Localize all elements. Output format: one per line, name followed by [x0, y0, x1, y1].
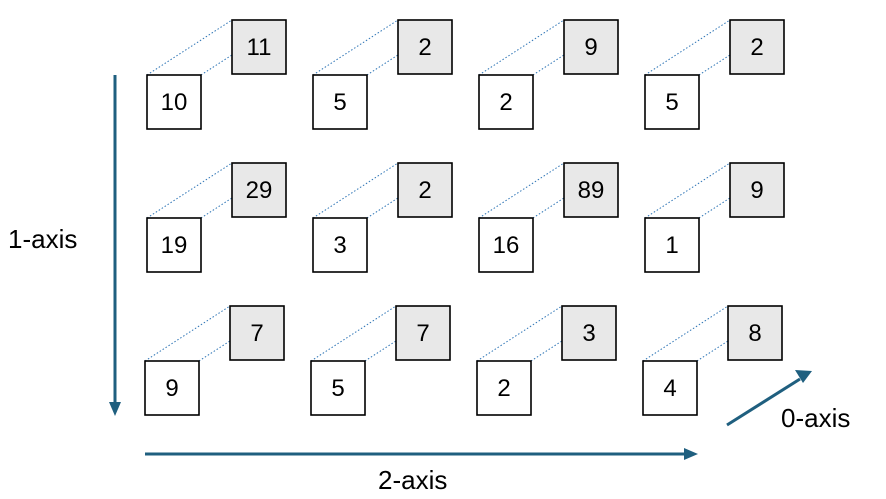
cell-r2-c3: 84 [642, 305, 783, 416]
cell-r0-c0-front-box [146, 74, 202, 130]
cell-r0-c3-back-value: 2 [750, 34, 763, 61]
cell-r1-c2-back-box [563, 162, 619, 218]
cell-r0-c2-back-box [563, 19, 619, 75]
cell-r1-c3-front-value: 1 [665, 232, 678, 259]
cell-r2-c0-back-box [229, 305, 285, 361]
cell-r0-c3: 25 [644, 19, 785, 130]
cell-r1-c0-back-box [231, 162, 287, 218]
axis-2: 2-axis [145, 448, 698, 495]
cell-r1-c3: 91 [644, 162, 785, 273]
cell-r0-c2-front-box [478, 74, 534, 130]
cell-r2-c1-back-value: 7 [416, 320, 429, 347]
cell-r1-c1-back-box [397, 162, 453, 218]
cell-r1-c3-front-box [644, 217, 700, 273]
cell-r2-c2-back-value: 3 [582, 320, 595, 347]
cell-r1-c0: 29 19 [146, 162, 287, 273]
cell-r1-c2-front-value: 16 [493, 232, 520, 259]
cell-r2-c2: 32 [476, 305, 617, 416]
axis-0-arrowhead [795, 370, 812, 383]
axis-0: 0-axis [726, 370, 850, 433]
axis-2-label: 2-axis [378, 465, 447, 495]
cell-r1-c2-back-value: 89 [578, 177, 605, 204]
cell-r2-c2-connector-left [476, 305, 563, 362]
cell-r2-c2-back-box [561, 305, 617, 361]
cell-r1-c0-front-box [146, 217, 202, 273]
cell-r1-c1-connector-left [312, 162, 399, 219]
cell-r0-c3-connector-left [644, 19, 731, 76]
cell-r2-c0-connector-left [144, 305, 231, 362]
cell-r1-c1: 23 [312, 162, 453, 273]
cell-r0-c3-front-value: 5 [665, 89, 678, 116]
cell-r0-c0: 11 10 [146, 19, 287, 130]
axis-0-label: 0-axis [781, 403, 850, 433]
cell-r0-c0-front-value: 10 [161, 89, 188, 116]
cell-r0-c1-back-box [397, 19, 453, 75]
cell-r1-c3-connector-left [644, 162, 731, 219]
cell-r0-c1-front-value: 5 [333, 89, 346, 116]
axis-1-label: 1-axis [8, 224, 77, 254]
cell-r2-c1: 75 [310, 305, 451, 416]
cell-r2-c3-back-box [727, 305, 783, 361]
cell-r2-c0-front-value: 9 [165, 375, 178, 402]
cell-r1-c0-connector-left [146, 162, 233, 219]
cell-r1-c1-back-value: 2 [418, 177, 431, 204]
cell-r1-c1-front-box [312, 217, 368, 273]
cell-r2-c0-front-box [144, 360, 200, 416]
cell-r2-c3-connector-left [642, 305, 729, 362]
cell-r2-c2-front-box [476, 360, 532, 416]
cell-r0-c2: 92 [478, 19, 619, 130]
cell-r0-c2-back-value: 9 [584, 34, 597, 61]
cell-r2-c1-back-box [395, 305, 451, 361]
cell-r1-c1-front-value: 3 [333, 232, 346, 259]
cell-r0-c0-connector-left [146, 19, 233, 76]
cell-r0-c2-front-value: 2 [499, 89, 512, 116]
cell-r2-c3-front-box [642, 360, 698, 416]
cell-r1-c2-front-box [478, 217, 534, 273]
cell-r0-c1: 25 [312, 19, 453, 130]
cell-r1-c3-back-value: 9 [750, 177, 763, 204]
cell-r0-c3-front-box [644, 74, 700, 130]
axis-2-arrowhead [684, 448, 698, 460]
cell-r1-c0-front-value: 19 [161, 232, 188, 259]
cell-r1-c2: 89 16 [478, 162, 619, 273]
cell-r2-c3-back-value: 8 [748, 320, 761, 347]
cell-r2-c0: 79 [144, 305, 285, 416]
cell-r1-c0-back-value: 29 [246, 177, 273, 204]
cell-r2-c2-front-value: 2 [497, 375, 510, 402]
cell-r2-c1-front-value: 5 [331, 375, 344, 402]
cell-r2-c1-connector-left [310, 305, 397, 362]
cell-r1-c3-back-box [729, 162, 785, 218]
cell-r2-c0-back-value: 7 [250, 320, 263, 347]
cell-r0-c2-connector-left [478, 19, 565, 76]
cell-r0-c3-back-box [729, 19, 785, 75]
axis-1-arrowhead [109, 402, 121, 416]
cell-r2-c3-front-value: 4 [663, 375, 676, 402]
cell-r2-c1-front-box [310, 360, 366, 416]
axis-1: 1-axis [8, 75, 121, 416]
cell-r0-c0-back-box [231, 19, 287, 75]
cell-r0-c1-front-box [312, 74, 368, 130]
axis-0-arrow [726, 377, 801, 427]
cell-r0-c0-back-value: 11 [247, 34, 272, 61]
cell-r1-c2-connector-left [478, 162, 565, 219]
cell-r0-c1-connector-left [312, 19, 399, 76]
cell-r0-c1-back-value: 2 [418, 34, 431, 61]
